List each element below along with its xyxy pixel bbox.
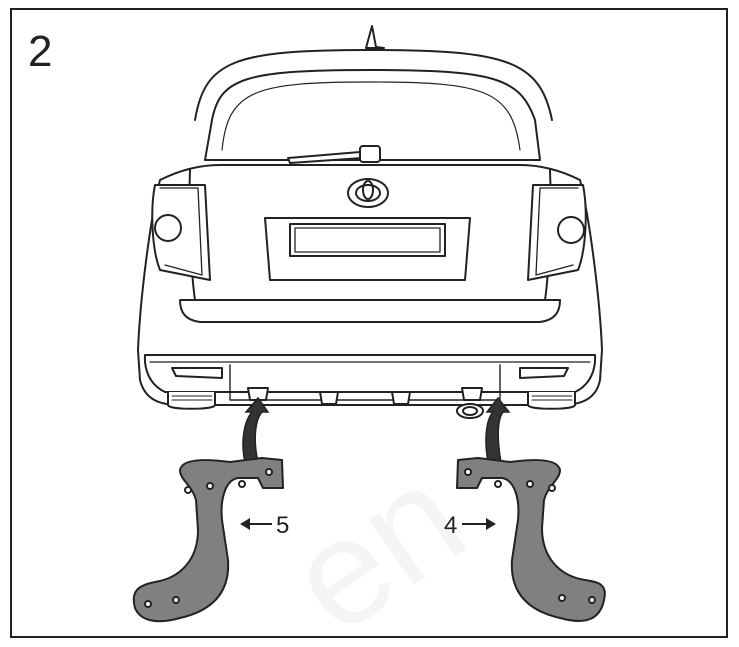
rear-wiper xyxy=(287,145,381,164)
exhaust-pipe xyxy=(456,403,484,419)
callout-left: 5 xyxy=(240,512,289,539)
rear-window xyxy=(204,69,541,161)
left-reflector xyxy=(171,367,223,379)
right-tail-light xyxy=(527,184,587,281)
roof-outline xyxy=(194,49,553,121)
mounting-points xyxy=(247,387,483,405)
right-tow-bracket xyxy=(456,457,606,622)
left-up-arrow xyxy=(242,396,270,463)
toyota-logo-icon xyxy=(347,178,389,208)
callout-label-4: 4 xyxy=(444,512,457,539)
right-up-arrow xyxy=(485,396,511,463)
body-outline xyxy=(137,164,603,406)
callout-label-5: 5 xyxy=(276,512,289,539)
license-plate xyxy=(264,217,471,281)
antenna xyxy=(365,25,385,49)
left-tail-light xyxy=(151,184,211,281)
car-rear-view xyxy=(137,25,603,419)
right-reflector xyxy=(519,367,569,379)
step-number: 2 xyxy=(28,27,53,76)
left-tow-bracket xyxy=(132,457,284,623)
callout-right: 4 xyxy=(444,512,496,539)
